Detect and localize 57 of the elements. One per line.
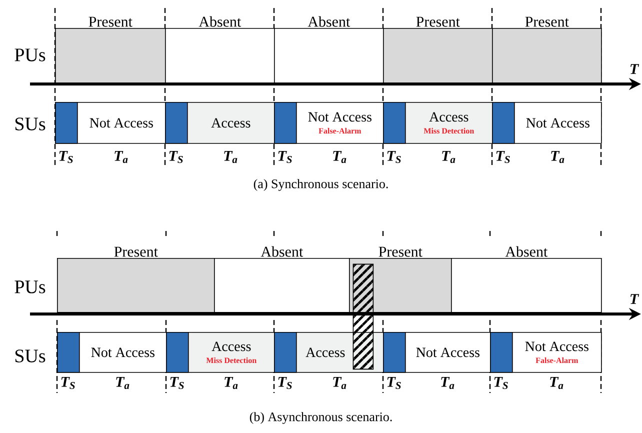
sensing-bar	[57, 332, 80, 373]
pu-band: Present	[492, 16, 602, 85]
node-label: Absent	[198, 16, 242, 27]
duration-label: T$_{S}$	[496, 150, 510, 164]
duration-label: T$_{a}$	[224, 150, 238, 164]
duration-label: T$_{a}$	[333, 376, 346, 390]
node-label: Present	[525, 16, 569, 27]
sensing-bar	[383, 332, 406, 373]
node-label: Present	[378, 246, 422, 257]
node-label: Absent	[260, 246, 304, 257]
pu-band: Absent	[165, 16, 275, 85]
caption: (b) Asynchronous scenario.	[250, 412, 392, 424]
duration-label: T$_{S}$	[61, 376, 75, 390]
row-label: PUs	[14, 48, 46, 62]
sensing-bar	[274, 102, 297, 144]
duration-label: T$_{a}$	[441, 376, 454, 390]
duration-label: T$_{a}$	[551, 150, 564, 164]
pu-band: Absent	[451, 246, 602, 313]
sensing-bar	[274, 332, 297, 373]
node-label: Present	[416, 16, 460, 27]
duration-label: T$_{S}$	[170, 376, 184, 390]
axis-label: T	[630, 294, 640, 304]
duration-label: T$_{a}$	[333, 150, 346, 164]
row-label: SUs	[15, 118, 46, 130]
hatched-bar	[352, 264, 374, 370]
sensing-bar	[165, 102, 188, 144]
row-label: SUs	[15, 350, 46, 362]
duration-label: T$_{a}$	[550, 376, 564, 390]
pu-band: Present	[55, 16, 166, 85]
row-label: PUs	[14, 280, 46, 294]
duration-label: T$_{a}$	[114, 150, 128, 164]
node-label: Absent	[308, 16, 350, 27]
sensing-bar	[490, 332, 513, 373]
duration-label: T$_{S}$	[278, 150, 292, 164]
duration-label: T$_{S}$	[387, 150, 401, 164]
duration-label: T$_{a}$	[442, 150, 456, 164]
duration-label: T$_{S}$	[59, 150, 73, 164]
sensing-bar	[383, 102, 406, 144]
node-label: Present	[88, 16, 132, 27]
pu-band: Present	[383, 16, 493, 85]
duration-label: T$_{a}$	[224, 376, 238, 390]
caption: (a) Synchronous scenario.	[254, 179, 388, 191]
sensing-bar	[166, 332, 189, 373]
duration-label: T$_{S}$	[494, 376, 508, 390]
duration-label: T$_{S}$	[169, 150, 183, 164]
duration-label: T$_{a}$	[116, 376, 130, 390]
axis-label: T	[630, 64, 640, 74]
pu-band: Absent	[274, 16, 384, 85]
duration-label: T$_{S}$	[278, 376, 292, 390]
node-label: Present	[114, 246, 158, 257]
sensing-bar	[55, 102, 78, 144]
duration-label: T$_{S}$	[387, 376, 401, 390]
pu-band: Present	[57, 246, 215, 313]
sensing-bar	[492, 102, 515, 144]
pu-band: Present	[349, 246, 452, 313]
pu-band: Absent	[214, 246, 350, 313]
node-label: Absent	[505, 246, 548, 257]
